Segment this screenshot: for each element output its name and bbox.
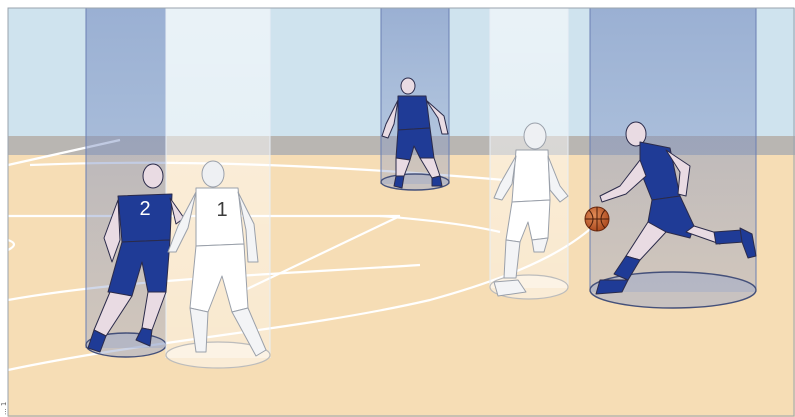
jersey-number-1: 1 [216,199,227,221]
jersey-number-2: 2 [139,198,150,220]
photo-credit: ... 1 [0,345,8,415]
basketball [585,207,609,231]
